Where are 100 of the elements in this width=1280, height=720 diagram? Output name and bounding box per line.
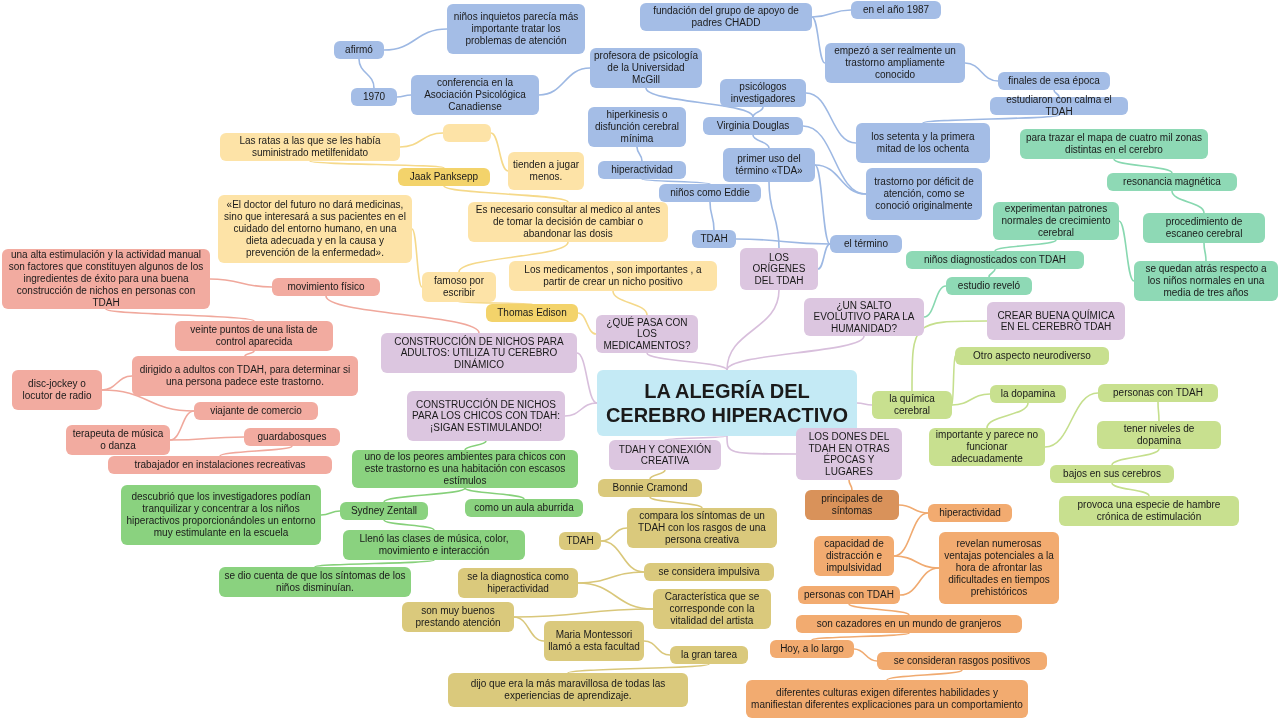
connector-line	[101, 389, 195, 412]
idea-box: movimiento físico	[272, 278, 380, 296]
connector-line	[458, 241, 569, 273]
connector-line	[814, 164, 867, 195]
idea-box: principales de síntomas	[805, 490, 899, 520]
connector-line	[244, 350, 255, 357]
connector-line	[612, 290, 648, 316]
idea-box: se considera impulsiva	[644, 563, 774, 581]
idea-box: Jaak Panksepp	[398, 168, 490, 186]
connector-line	[964, 62, 999, 82]
idea-box: niños diagnosticados con TDAH	[906, 251, 1084, 269]
connector-line	[726, 289, 780, 371]
idea-box: personas con TDAH	[1098, 384, 1218, 402]
connector-line	[636, 146, 643, 162]
connector-line	[1203, 242, 1207, 262]
connector-line	[645, 87, 754, 118]
idea-box: provoca una especie de hambre crónica de estimulación	[1059, 496, 1239, 526]
connector-line	[309, 160, 445, 169]
connector-line	[646, 352, 728, 371]
idea-box: empezó a ser realmente un trastorno ampliamente conocido	[825, 43, 965, 83]
idea-box: 1970	[351, 88, 397, 106]
connector-line	[1118, 220, 1135, 282]
idea-box: Las ratas a las que se les había suministrado metilfenidato	[220, 133, 400, 161]
idea-box: procedimiento de escaneo cerebral	[1143, 213, 1265, 243]
connector-line	[726, 435, 797, 455]
idea-box: «El doctor del futuro no dará medicinas, sino que interesará a sus pacientes en el cuidado del entorno humano, en una dieta adecuada y en la causa y prevención de la enfermedad».	[218, 195, 412, 263]
connector-line	[358, 58, 375, 89]
connector-line	[399, 132, 444, 148]
connector-line	[464, 440, 487, 451]
idea-box	[443, 124, 491, 142]
connector-line	[853, 648, 878, 662]
idea-box: experimentan patrones normales de crecimiento cerebral	[993, 202, 1119, 240]
connector-line	[951, 393, 991, 406]
connector-line	[802, 125, 867, 195]
idea-box: resonancia magnética	[1107, 173, 1237, 191]
idea-box: disc-jockey o locutor de radio	[12, 370, 102, 410]
idea-box: se dio cuenta de que los síntomas de los niños disminuían.	[219, 567, 411, 597]
connector-line	[811, 9, 852, 18]
idea-box: los setenta y la primera mitad de los ochenta	[856, 123, 990, 163]
connector-line	[898, 504, 929, 514]
idea-box: bajos en sus cerebros	[1050, 465, 1174, 483]
idea-box: profesora de psicología de la Universidad McGill	[590, 48, 702, 88]
connector-line	[814, 164, 831, 245]
idea-box: son cazadores en un mundo de granjeros	[796, 615, 1022, 633]
connector-line	[490, 132, 509, 172]
idea-box: trastorno por déficit de atención, como se conoció originalmente	[866, 168, 982, 220]
idea-box: afirmó	[334, 41, 384, 59]
connector-line	[848, 479, 853, 491]
idea-box: tener niveles de dopamina	[1097, 421, 1221, 449]
idea-box: tienden a jugar menos.	[508, 152, 584, 190]
connector-line	[726, 335, 865, 371]
idea-box: para trazar el mapa de cuatro mil zonas distintas en el cerebro	[1020, 129, 1208, 159]
idea-box: Hoy, a lo largo	[770, 640, 854, 658]
connector-line	[988, 268, 996, 278]
idea-box: psicólogos investigadores	[720, 79, 806, 107]
idea-box: TDAH	[692, 230, 736, 248]
idea-box: en el año 1987	[851, 1, 941, 19]
connector-line	[383, 28, 448, 51]
connector-line	[1044, 392, 1099, 448]
connector-line	[811, 16, 826, 64]
idea-box: estudio reveló	[946, 277, 1032, 295]
topic-box: CONSTRUCCIÓN DE NICHOS PARA ADULTOS: UTILIZA TU CEREBRO DINÁMICO	[381, 333, 577, 373]
idea-box: Otro aspecto neurodiverso	[955, 347, 1109, 365]
connector-line	[986, 402, 1029, 429]
idea-box: son muy buenos prestando atención	[402, 602, 514, 632]
connector-line	[1157, 401, 1160, 422]
idea-box: hiperkinesis o disfunción cerebral mínima	[588, 107, 686, 147]
topic-box: LOS DONES DEL TDAH EN OTRAS ÉPOCAS Y LUGARES	[796, 428, 902, 480]
idea-box: terapeuta de música o danza	[66, 425, 170, 455]
topic-box: CONSTRUCCIÓN DE NICHOS PARA LOS CHICOS CON TDAH: ¡SIGAN ESTIMULANDO!	[407, 391, 565, 441]
connector-line	[577, 312, 597, 335]
idea-box: compara los síntomas de un TDAH con los rasgos de una persona creativa	[627, 508, 777, 548]
idea-box: personas con TDAH	[798, 586, 900, 604]
connector-line	[383, 487, 466, 503]
connector-line	[396, 94, 412, 98]
idea-box: la química cerebral	[872, 391, 952, 419]
idea-box: descubrió que los investigadores podían tranquilizar y concentrar a los niños hiperactivos proporcionándoles un entorno muy estimulante en la escuela	[121, 485, 321, 545]
idea-box: Virginia Douglas	[703, 117, 803, 135]
idea-box: importante y parece no funcionar adecuadamente	[929, 428, 1045, 466]
idea-box: conferencia en la Asociación Psicológica Canadiense	[411, 75, 539, 115]
idea-box: estudiaron con calma el TDAH	[990, 97, 1128, 115]
connector-line	[899, 567, 940, 596]
connector-line	[922, 114, 1060, 124]
idea-box: Thomas Edison	[486, 304, 578, 322]
idea-box: uno de los peores ambientes para chicos con este trastorno es una habitación con escasos estímulos	[352, 450, 578, 488]
idea-box: revelan numerosas ventajas potenciales a la hora de afrontar las dificultades en tiempos prehistóricos	[939, 532, 1059, 604]
idea-box: trabajador en instalaciones recreativas	[108, 456, 332, 474]
connector-line	[538, 67, 591, 96]
connector-line	[768, 181, 780, 249]
idea-box: Es necesario consultar al medico al antes de tomar la decisión de cambiar o abandonar las dosis	[468, 202, 668, 242]
topic-box: LOS ORÍGENES DEL TDAH	[740, 248, 818, 290]
connector-line	[641, 178, 711, 185]
idea-box: como un aula aburrida	[465, 499, 583, 517]
connector-line	[458, 301, 533, 305]
idea-box: niños como Eddie	[659, 184, 761, 202]
connector-line	[643, 640, 671, 656]
connector-line	[325, 295, 480, 334]
connector-line	[911, 320, 988, 392]
idea-box: guardabosques	[244, 428, 340, 446]
idea-box: una alta estimulación y la actividad manual son factores que constituyen algunos de los ingredientes de éxito para una buena construcción de nichos en personas con TDAH	[2, 249, 210, 309]
